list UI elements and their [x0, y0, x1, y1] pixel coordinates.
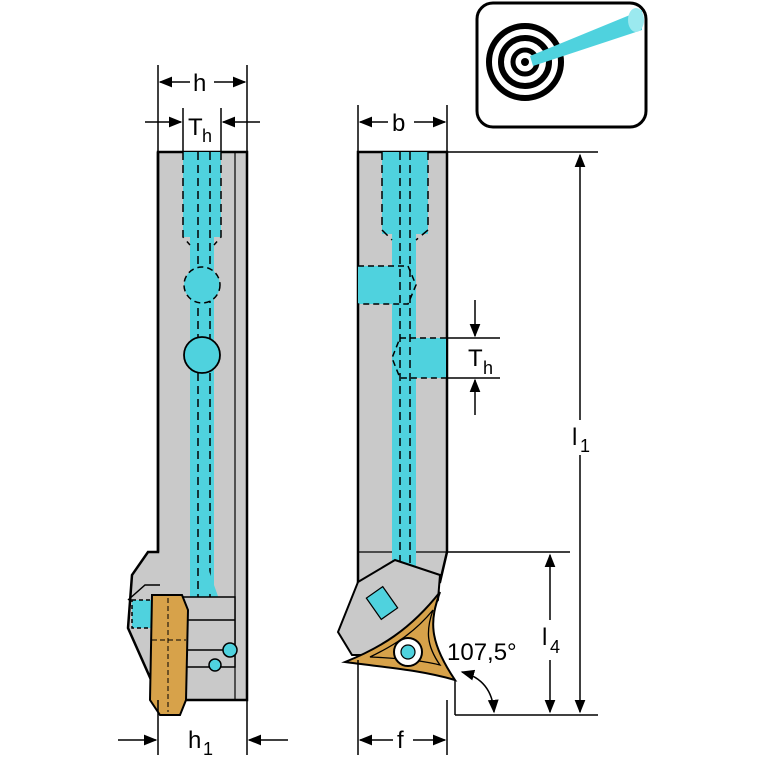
dim-th-side-subscript: h — [202, 126, 212, 146]
dimension-f: f — [357, 660, 448, 755]
side-insert — [148, 594, 190, 716]
dim-l4-subscript: 4 — [550, 637, 560, 657]
dimension-b: b — [357, 105, 448, 152]
dimension-l1: l 1 — [447, 151, 598, 716]
dim-th-side-label: T — [188, 114, 203, 141]
dimension-th-top: T h — [446, 300, 500, 415]
dimension-h: h — [157, 65, 248, 152]
dimension-h1: h 1 — [118, 700, 288, 759]
dim-h-label: h — [193, 70, 206, 97]
top-coolant-channel — [358, 152, 446, 584]
top-view-holder — [336, 150, 458, 682]
dim-l1-label: l — [572, 424, 577, 451]
trigon-insert — [341, 591, 458, 682]
dim-f-label: f — [397, 727, 404, 754]
dim-angle-label: 107,5° — [447, 639, 517, 666]
dim-h1-label: h — [188, 727, 201, 754]
dim-b-label: b — [392, 110, 405, 137]
dimension-th-side: T h — [145, 108, 260, 152]
dimension-l4: l 4 — [447, 551, 570, 714]
dim-l4-label: l — [542, 624, 547, 651]
dimension-angle: 107,5° — [447, 639, 517, 715]
side-view-holder — [126, 150, 249, 716]
dim-h1-subscript: 1 — [203, 739, 213, 759]
dim-th-top-subscript: h — [483, 358, 493, 378]
dim-l1-subscript: 1 — [580, 436, 590, 456]
internal-coolant-target-icon — [475, 1, 648, 129]
dim-th-top-label: T — [468, 345, 483, 372]
